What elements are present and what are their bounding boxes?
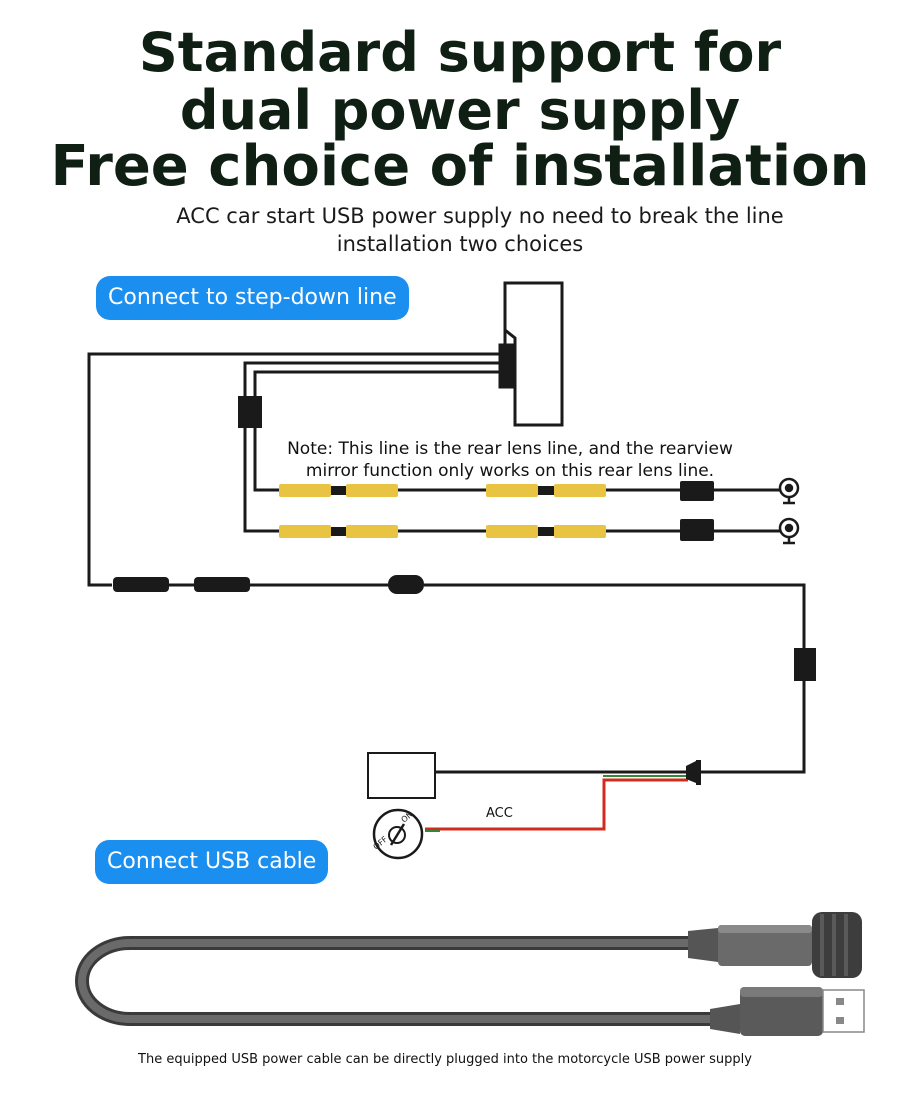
- usb-cable: [75, 936, 749, 1026]
- ferrite-core-right: [794, 648, 816, 681]
- waterproof-connector: [688, 912, 862, 978]
- camera-icon: [778, 517, 800, 545]
- usb-plug-icon: [710, 987, 865, 1036]
- camera-icon: [778, 477, 800, 505]
- battery-box: [367, 752, 436, 799]
- ignition-switch-icon: ON OFF: [372, 808, 424, 860]
- wire-plug: [686, 760, 701, 785]
- rear-lens-note: Note: This line is the rear lens line, a…: [287, 439, 733, 481]
- acc-label: ACC: [486, 806, 513, 821]
- inline-fuse: [388, 575, 424, 594]
- title-line-2: dual power supply: [179, 79, 741, 142]
- acc-wire: [425, 778, 688, 831]
- extension-connectors: [279, 484, 606, 538]
- connector-joints: [331, 481, 714, 541]
- inline-connector-1: [113, 577, 169, 592]
- footer-caption: The equipped USB power cable can be dire…: [138, 1052, 752, 1067]
- title-line-3: Free choice of installation: [50, 134, 870, 199]
- ferrite-core-left: [238, 396, 262, 428]
- title-line-1: Standard support for: [138, 21, 782, 84]
- option-step-down-label: Connect to step-down line: [96, 276, 409, 320]
- inline-connector-2: [194, 577, 250, 592]
- subtitle-line-2: installation two choices: [336, 232, 584, 256]
- subtitle-line-1: ACC car start USB power supply no need t…: [176, 204, 784, 228]
- power-wire: [87, 352, 806, 774]
- option-usb-label: Connect USB cable: [95, 840, 329, 884]
- main-unit: [498, 281, 564, 427]
